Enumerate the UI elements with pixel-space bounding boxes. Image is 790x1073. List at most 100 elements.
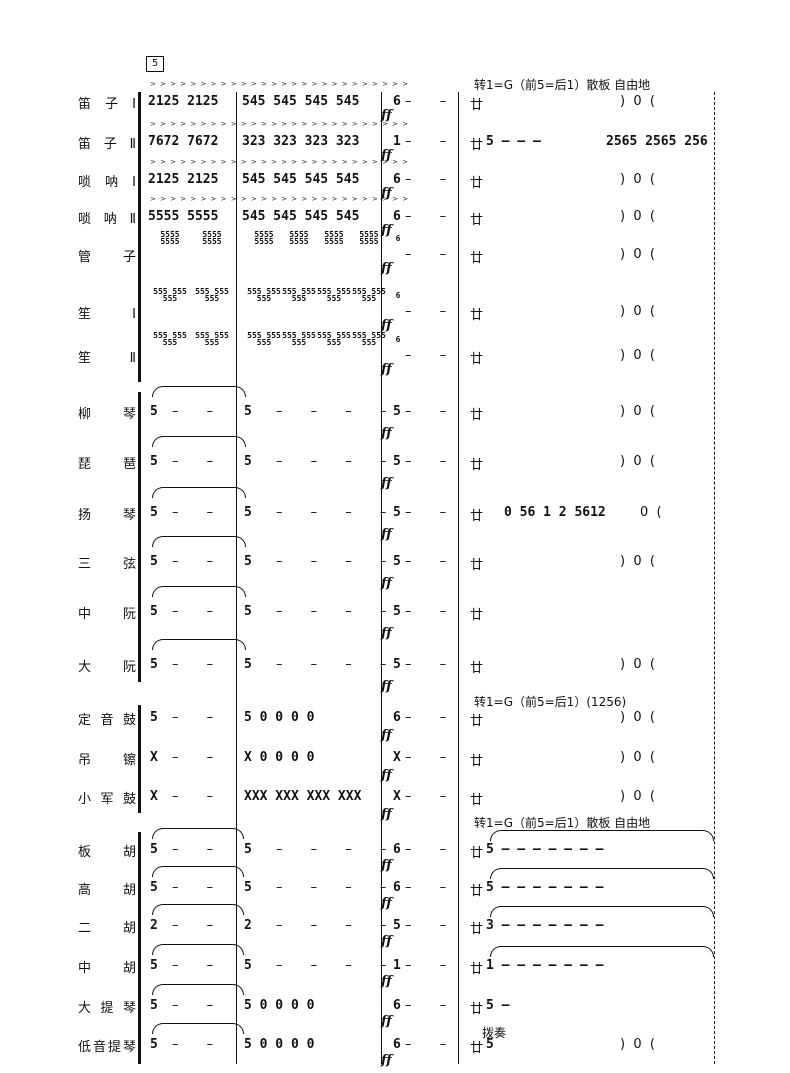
long-tie-banhu (490, 830, 714, 841)
hold1-pipa: – – (172, 454, 226, 469)
ff-mark: ff (381, 318, 392, 333)
measure3-suona2: 6 (393, 209, 401, 224)
ff-mark: ff (381, 223, 392, 238)
hold1-sanxian: – – (172, 554, 226, 569)
hold-dizi1: – – – (405, 94, 493, 109)
measure2-dati: 5 0 0 0 0 (244, 998, 315, 1013)
measure2-dingyingu: 5 0 0 0 0 (244, 710, 315, 725)
tie-liuqin (152, 386, 246, 397)
free-tempo-banhu: 廿 (470, 846, 484, 861)
hold1-zhongruan: – – (172, 604, 226, 619)
instrument-name-banhu: 板 胡 (78, 841, 136, 860)
tie-diyinti (152, 1023, 244, 1034)
free-tempo-guanzi: 廿 (470, 251, 484, 266)
ff-mark: ff (381, 858, 392, 873)
rest-end-sanxian: ) 0 ( (620, 554, 655, 569)
instrument-name-label: 板 胡 (78, 845, 136, 860)
percussion-bracket (138, 705, 141, 813)
ff-mark: ff (381, 934, 392, 949)
tie-dati (152, 984, 244, 995)
hold3-zhongruan: – – – (405, 604, 493, 619)
hold3-dingyingu: – – – (405, 710, 493, 725)
free-tempo-sheng2: 廿 (470, 352, 484, 367)
hold1-daruan: – – (172, 657, 226, 672)
free-tempo-liuqin: 廿 (470, 408, 484, 423)
free-tempo-dingyingu: 廿 (470, 714, 484, 729)
hold-guanzi: – – – (405, 247, 493, 262)
hold2-liuqin: – – – – (276, 404, 399, 419)
rest-end-sheng2: ) 0 ( (620, 348, 655, 363)
instrument-name-zhonghu: 中 胡 (78, 957, 136, 976)
measure3-zhonghu: 1 (393, 958, 401, 973)
ff-mark: ff (381, 728, 392, 743)
chord-stack-sheng2: 555 555 555 (153, 331, 187, 347)
accent-marks: > > > > > > > > > > > > > > > > > > > > … (150, 195, 410, 203)
hold3-zhonghu: – – – (405, 958, 493, 973)
instrument-name-label: 大 阮 (78, 660, 136, 675)
free-tempo-dizi2: 廿 (470, 138, 484, 153)
instrument-name-label: 笙 Ⅱ (78, 351, 136, 366)
measure3-erhu: 5 (393, 918, 401, 933)
dashed-barline (714, 92, 715, 1064)
rest-end-diaobo: ) 0 ( (620, 750, 655, 765)
long-tie-gaohu (490, 868, 714, 879)
key-change-percussion-extra: (1256) (586, 695, 627, 709)
chord-stack-sheng1: 555 555 555 (247, 287, 281, 303)
measure2-xiaojungu: XXX XXX XXX XXX (244, 789, 362, 804)
rest-end-diyinti: ) 0 ( (620, 1037, 655, 1052)
tie-gaohu (152, 866, 244, 877)
measure3-sanxian: 5 (393, 554, 401, 569)
rest-end-sheng1: ) 0 ( (620, 304, 655, 319)
bowed-bracket (138, 832, 141, 1064)
accent-marks: > > > > > > > > > > > > > > > > > > > > … (150, 120, 410, 128)
instrument-name-sheng1: 笙 Ⅰ (78, 303, 136, 322)
instrument-name-zhongruan: 中 阮 (78, 603, 136, 622)
barline-2 (381, 92, 382, 1064)
measure3-diyinti: 6 (393, 1037, 401, 1052)
chord-final-sheng1: 6 (395, 291, 401, 300)
ff-mark: ff (381, 476, 392, 491)
hold3-liuqin: – – – (405, 404, 493, 419)
instrument-name-label: 唢 呐 Ⅱ (78, 212, 136, 227)
hold1-banhu: – – (172, 842, 226, 857)
hold2-yangqin: – – – – (276, 505, 399, 520)
measure1-xiaojungu: X (150, 789, 158, 804)
hold3-diaobo: – – – (405, 750, 493, 765)
measure1-zhongruan: 5 (150, 604, 158, 619)
measure3-yangqin: 5 (393, 505, 401, 520)
instrument-name-yangqin: 扬 琴 (78, 504, 136, 523)
measure3-zhongruan: 5 (393, 604, 401, 619)
chord-stack-guanzi: 5555 5555 (289, 230, 309, 246)
free-tempo-zhonghu: 廿 (470, 962, 484, 977)
hold1-dingyingu: – – (172, 710, 226, 725)
long-tie-zhonghu (490, 946, 714, 957)
hold2-erhu: – – – – (276, 918, 399, 933)
ff-mark: ff (381, 148, 392, 163)
ff-mark: ff (381, 679, 392, 694)
measure2-zhongruan: 5 (244, 604, 252, 619)
free-tempo-diyinti: 廿 (470, 1041, 484, 1056)
ff-mark: ff (381, 974, 392, 989)
free-line-banhu: 5 – – – – – – – (486, 842, 604, 857)
measure1-suona1: 2125 2125 (148, 172, 219, 187)
measure1-diaobo: X (150, 750, 158, 765)
free-tempo-diaobo: 廿 (470, 754, 484, 769)
key-change-percussion-text: 转1=G（前5=后1） (474, 695, 587, 709)
hold3-gaohu: – – – (405, 880, 493, 895)
free-line-dati: 5 – (486, 998, 510, 1013)
hold3-pipa: – – – (405, 454, 493, 469)
measure2-sanxian: 5 (244, 554, 252, 569)
measure3-liuqin: 5 (393, 404, 401, 419)
tie-erhu (152, 904, 244, 915)
instrument-name-dingyingu: 定 音 鼓 (78, 709, 136, 728)
ff-mark: ff (381, 186, 392, 201)
chord-stack-sheng2: 555 555 555 (317, 331, 351, 347)
tie-pipa (152, 436, 246, 447)
chord-stack-guanzi: 5555 5555 (160, 230, 180, 246)
instrument-name-label: 琵 琶 (78, 457, 136, 472)
instrument-name-suona2: 唢 呐 Ⅱ (78, 208, 136, 227)
hold2-daruan: – – – – (276, 657, 399, 672)
measure3-diaobo: X (393, 750, 401, 765)
free-tempo-sanxian: 廿 (470, 558, 484, 573)
hold1-liuqin: – – (172, 404, 226, 419)
